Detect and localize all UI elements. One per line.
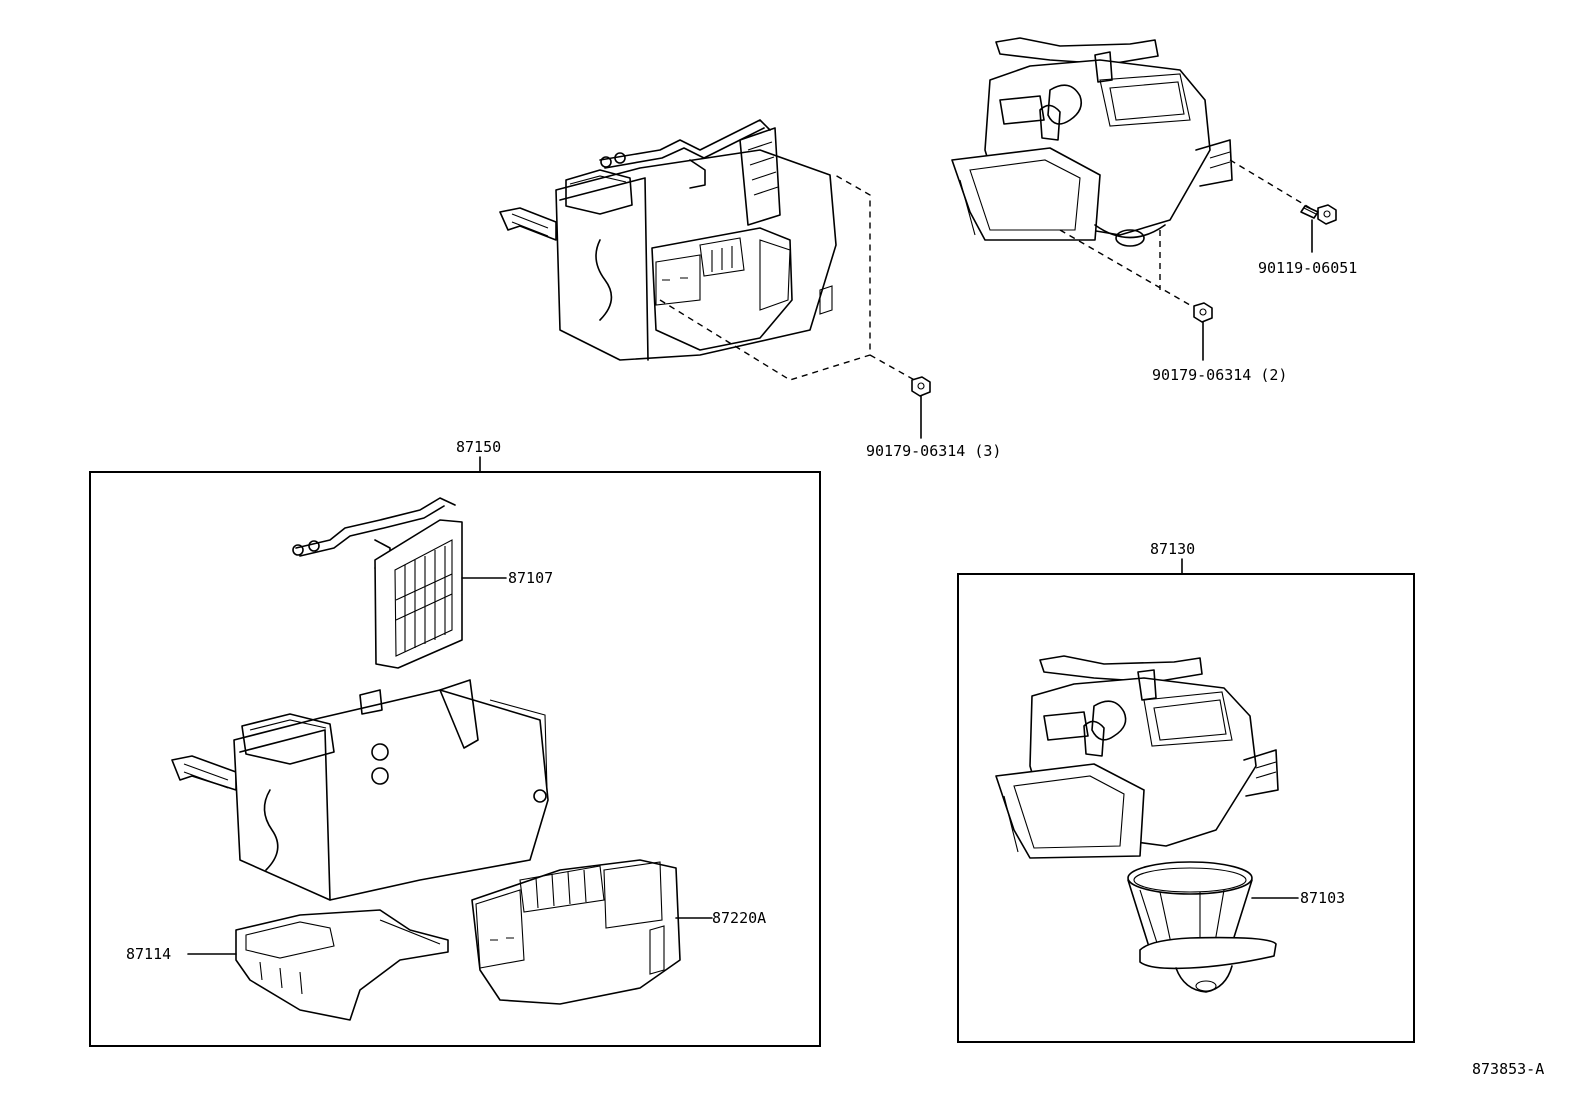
heater-case-drawing [171, 679, 549, 901]
label-air-duct: 87114 [126, 945, 171, 963]
blower-motor-drawing [1127, 861, 1277, 993]
label-heater-core: 87107 [508, 569, 553, 587]
heater-unit-box [89, 471, 821, 1047]
bolt-blower-drawing [1300, 204, 1337, 253]
label-blower-motor: 87103 [1300, 889, 1345, 907]
damper-case-drawing [471, 859, 681, 1005]
blower-unit-drawing [995, 655, 1279, 859]
label-damper-case: 87220A [712, 909, 766, 927]
heater-core-drawing [292, 497, 463, 669]
blower-unit-assembly-drawing [951, 37, 1311, 306]
label-blower-unit-assembly: 87130 [1150, 540, 1195, 558]
label-nut-blower: 90179-06314 (2) [1152, 366, 1287, 384]
nut-heater-drawing [911, 376, 931, 439]
label-heater-unit-assembly: 87150 [456, 438, 501, 456]
label-nut-heater: 90179-06314 (3) [866, 442, 1001, 460]
label-bolt-blower: 90119-06051 [1258, 259, 1357, 277]
diagram-reference-number: 873853-A [1472, 1060, 1544, 1078]
nut-blower-drawing [1193, 302, 1213, 361]
air-duct-drawing [235, 909, 449, 1021]
blower-unit-box [957, 573, 1415, 1043]
heater-unit-assembly-drawing [499, 119, 919, 383]
